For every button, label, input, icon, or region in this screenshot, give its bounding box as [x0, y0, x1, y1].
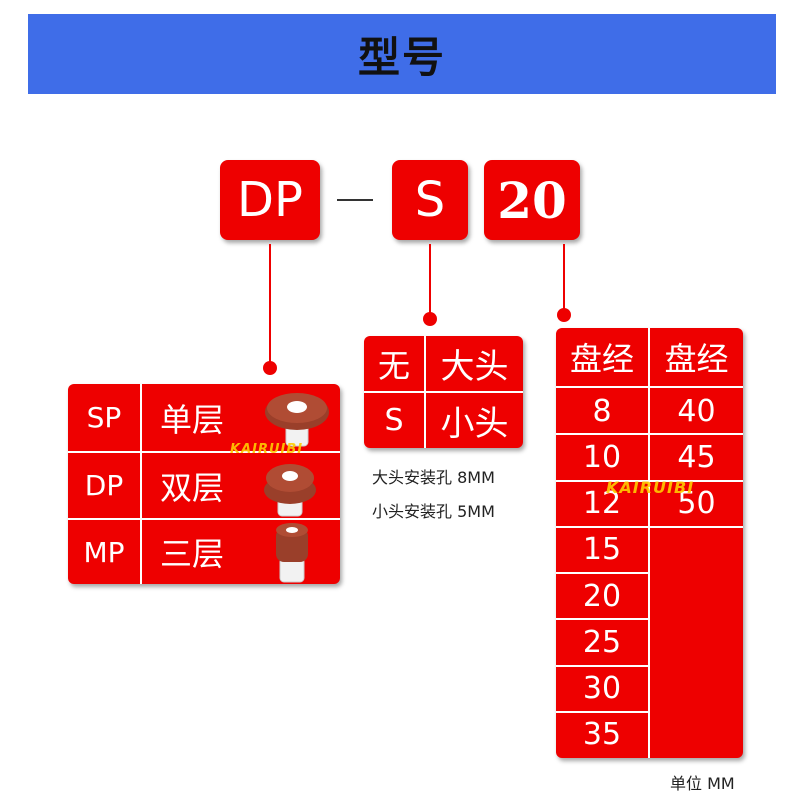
diameter-value-text: 50: [677, 486, 716, 522]
head-table: 无 大头 S 小头: [364, 336, 523, 448]
head-divider: [364, 391, 523, 393]
head-name-large: 大头: [426, 336, 523, 391]
diameter-left-cell: 20: [556, 573, 648, 619]
connector-diameter-dot: [557, 308, 571, 322]
diameter-right-cell: 40: [650, 388, 743, 434]
single-layer-cup-image: [265, 393, 329, 447]
head-col-divider: [424, 336, 426, 448]
code-box-head: S: [392, 160, 468, 240]
layer-code-mp: MP: [68, 520, 140, 584]
diameter-row-divider: [556, 386, 743, 388]
diameter-value-text: 40: [677, 393, 716, 429]
diameter-header-left: 盘经: [556, 328, 648, 386]
diameter-left-cell: 8: [556, 388, 648, 434]
diameter-value-text: 15: [582, 532, 622, 568]
layer-code-dp: DP: [68, 453, 140, 518]
diameter-row-divider: [556, 572, 648, 574]
double-layer-cup-image: [264, 464, 316, 517]
code-box-diameter: 20: [484, 160, 580, 240]
diameter-left-cell: 30: [556, 666, 648, 712]
layer-name-double: 双层: [142, 453, 242, 518]
diameter-value-text: 30: [582, 671, 622, 707]
watermark: KAIRUIBI: [230, 442, 304, 457]
triple-layer-cup-image: [276, 523, 308, 583]
layer-col-divider: [140, 384, 142, 584]
diameter-value-text: 20: [582, 578, 622, 614]
layer-name-text: 三层: [159, 535, 224, 573]
code-box-layer: DP: [220, 160, 320, 240]
diameter-row-divider: [556, 433, 743, 436]
head-code-text: 无: [377, 346, 410, 385]
connector-head-line: [429, 244, 431, 316]
code-layer-text: DP: [237, 172, 303, 228]
diameter-right-cell: 45: [650, 434, 743, 480]
diameter-header-right: 盘经: [650, 328, 743, 386]
diameter-value-text: 35: [582, 717, 622, 753]
connector-head-dot: [423, 312, 437, 326]
diameter-value-text: 12: [582, 486, 622, 522]
layer-name-text: 双层: [159, 468, 224, 507]
diameter-row-divider: [556, 710, 648, 713]
diameter-row-divider: [556, 525, 743, 528]
diameter-row-divider: [556, 618, 648, 621]
layer-code-text: DP: [84, 469, 124, 502]
connector-layer-dot: [263, 361, 277, 375]
unit-label: 单位 MM: [670, 774, 735, 793]
diameter-right-cell: 50: [650, 481, 743, 527]
layer-divider: [68, 518, 340, 520]
head-name-small: 小头: [426, 393, 523, 448]
diameter-left-cell: 35: [556, 712, 648, 758]
diameter-value-text: 8: [592, 393, 612, 429]
diameter-header-text: 盘经: [664, 340, 729, 378]
header-banner: 型号: [28, 14, 776, 94]
connector-layer-line: [269, 244, 271, 366]
layer-name-single: 单层: [142, 384, 242, 451]
layer-name-text: 单层: [159, 400, 224, 439]
head-code-s: S: [364, 393, 424, 448]
diameter-value-text: 45: [677, 439, 716, 475]
diameter-left-cell: 12: [556, 481, 648, 527]
diameter-table: 盘经 盘经 8 40 10 45 12 50 15 20 25 30 35 KAIRUIBI: [556, 328, 743, 758]
code-head-text: S: [414, 172, 446, 228]
note-large-hole: 大头安装孔 8MM: [372, 468, 495, 487]
connector-diameter-line: [563, 244, 565, 312]
head-name-text: 大头: [440, 347, 509, 387]
head-code-none: 无: [364, 336, 424, 391]
layer-divider: [68, 451, 340, 453]
layer-code-text: SP: [86, 401, 122, 434]
diameter-header-text: 盘经: [569, 340, 634, 378]
note-small-hole: 小头安装孔 5MM: [372, 502, 495, 521]
layer-code-sp: SP: [68, 384, 140, 451]
head-code-text: S: [384, 403, 404, 438]
layer-table: SP 单层 DP 双层 MP 三层 KAIRUIBI: [68, 384, 340, 584]
diameter-row-divider: [556, 664, 648, 667]
diameter-left-cell: 10: [556, 434, 648, 480]
code-diameter-text: 20: [497, 170, 567, 230]
diameter-value-text: 10: [582, 439, 622, 475]
diameter-value-text: 25: [582, 624, 622, 660]
layer-name-triple: 三层: [142, 520, 242, 584]
page-title: 型号: [357, 32, 446, 82]
diameter-left-cell: 15: [556, 527, 648, 573]
diameter-left-cell: 25: [556, 619, 648, 665]
diameter-col-divider: [648, 328, 650, 758]
diameter-row-divider: [556, 479, 743, 482]
watermark: KAIRUIBI: [606, 478, 695, 497]
layer-code-text: MP: [83, 535, 125, 569]
code-dash: [337, 199, 373, 201]
head-name-text: 小头: [440, 404, 509, 444]
